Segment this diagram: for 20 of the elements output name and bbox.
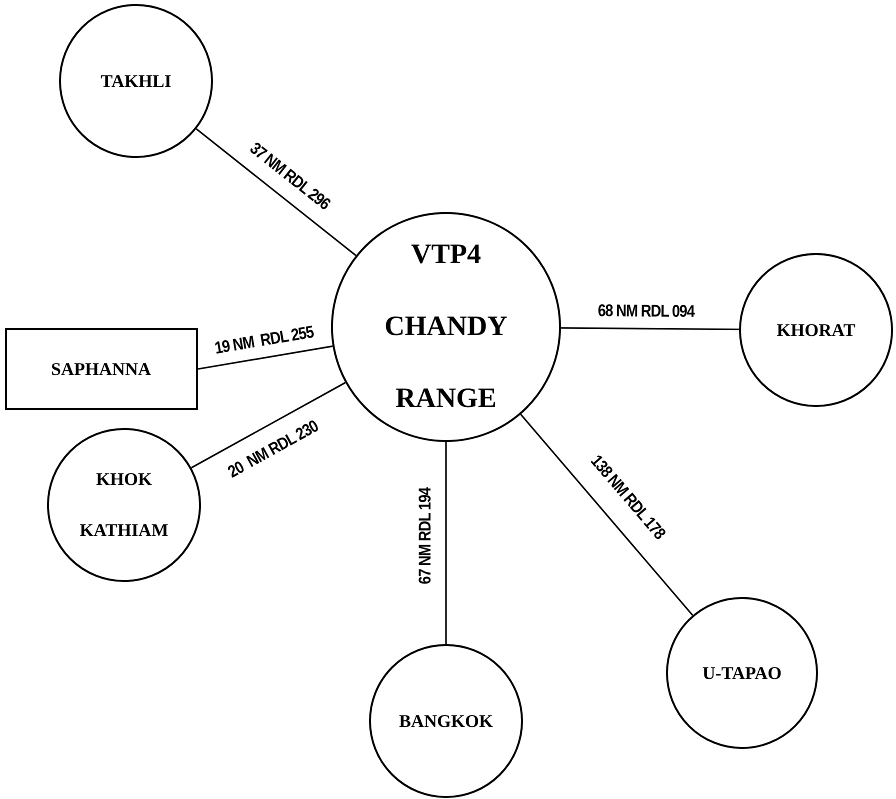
location-name: TAKHLI [100, 70, 172, 93]
edge-label: 37 NM RDL 296 [246, 139, 334, 213]
edge-label: 20 NM RDL 230 [225, 417, 321, 481]
edge-label: 68 NM RDL 094 [598, 302, 694, 320]
location-name: VTP4 CHANDY RANGE [384, 238, 508, 416]
edge-label: 67 NM RDL 194 [416, 488, 434, 584]
connector-line [196, 128, 356, 256]
connector-line [198, 345, 333, 370]
location-name: SAPHANNA [50, 358, 152, 381]
connector-line [445, 442, 447, 644]
edge-label: 19 NM RDL 255 [213, 323, 315, 357]
location-name: KHORAT [776, 319, 856, 342]
location-name: KHOK KATHIAM [78, 468, 170, 542]
connector-line [560, 327, 740, 330]
connector-line [191, 382, 346, 468]
location-name: U-TAPAO [701, 662, 783, 685]
edge-label: 138 NM RDL 178 [588, 452, 668, 542]
connector-line [520, 414, 694, 616]
location-name: BANGKOK [398, 710, 494, 733]
location-box [4, 328, 198, 410]
